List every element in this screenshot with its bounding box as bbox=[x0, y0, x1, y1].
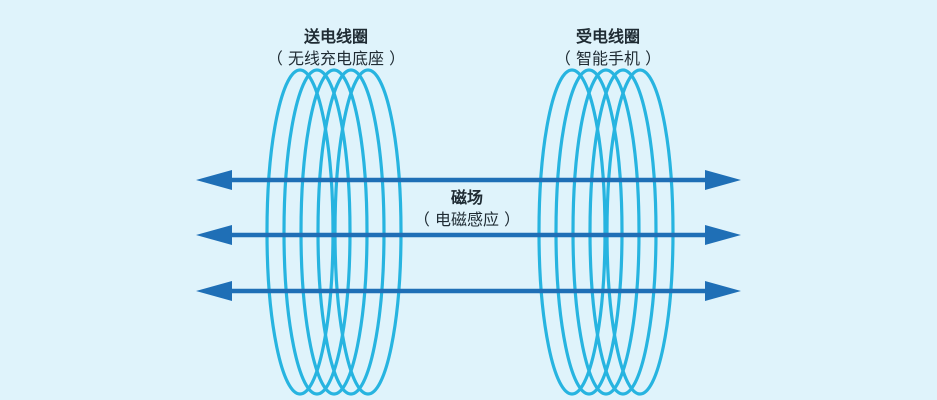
transmitter-coil-loop bbox=[333, 68, 403, 396]
receiver-coil-title: 受电线圈 bbox=[575, 27, 640, 46]
transmitter-coil bbox=[265, 68, 403, 396]
transmitter-coil-loop bbox=[299, 68, 369, 396]
receiver-coil-label: 受电线圈 （ 智能手机 ） bbox=[528, 26, 688, 70]
transmitter-coil-loop bbox=[282, 68, 352, 396]
receiver-coil-loop bbox=[537, 68, 607, 396]
magnetic-field-subtitle: （ 电磁感应 ） bbox=[413, 210, 521, 229]
transmitter-coil-title: 送电线圈 bbox=[303, 27, 368, 46]
field-arrow-bottom bbox=[196, 281, 741, 301]
transmitter-coil-loop bbox=[316, 68, 386, 396]
receiver-coil bbox=[537, 68, 675, 396]
magnetic-field-title: 磁场 bbox=[450, 188, 483, 207]
transmitter-coil-subtitle: （ 无线充电底座 ） bbox=[266, 49, 406, 68]
receiver-coil-loop bbox=[554, 68, 624, 396]
field-arrows bbox=[196, 170, 741, 301]
receiver-coil-loop bbox=[588, 68, 658, 396]
transmitter-coil-loop bbox=[265, 68, 335, 396]
field-arrow-top bbox=[196, 170, 741, 190]
transmitter-coil-label: 送电线圈 （ 无线充电底座 ） bbox=[256, 26, 416, 70]
receiver-coil-subtitle: （ 智能手机 ） bbox=[554, 49, 662, 68]
field-arrow-middle bbox=[196, 225, 741, 245]
magnetic-field-label: 磁场 （ 电磁感应 ） bbox=[387, 187, 547, 231]
field-label-backdrop bbox=[410, 187, 525, 232]
receiver-coil-loop bbox=[605, 68, 675, 396]
receiver-coil-loop bbox=[571, 68, 641, 396]
